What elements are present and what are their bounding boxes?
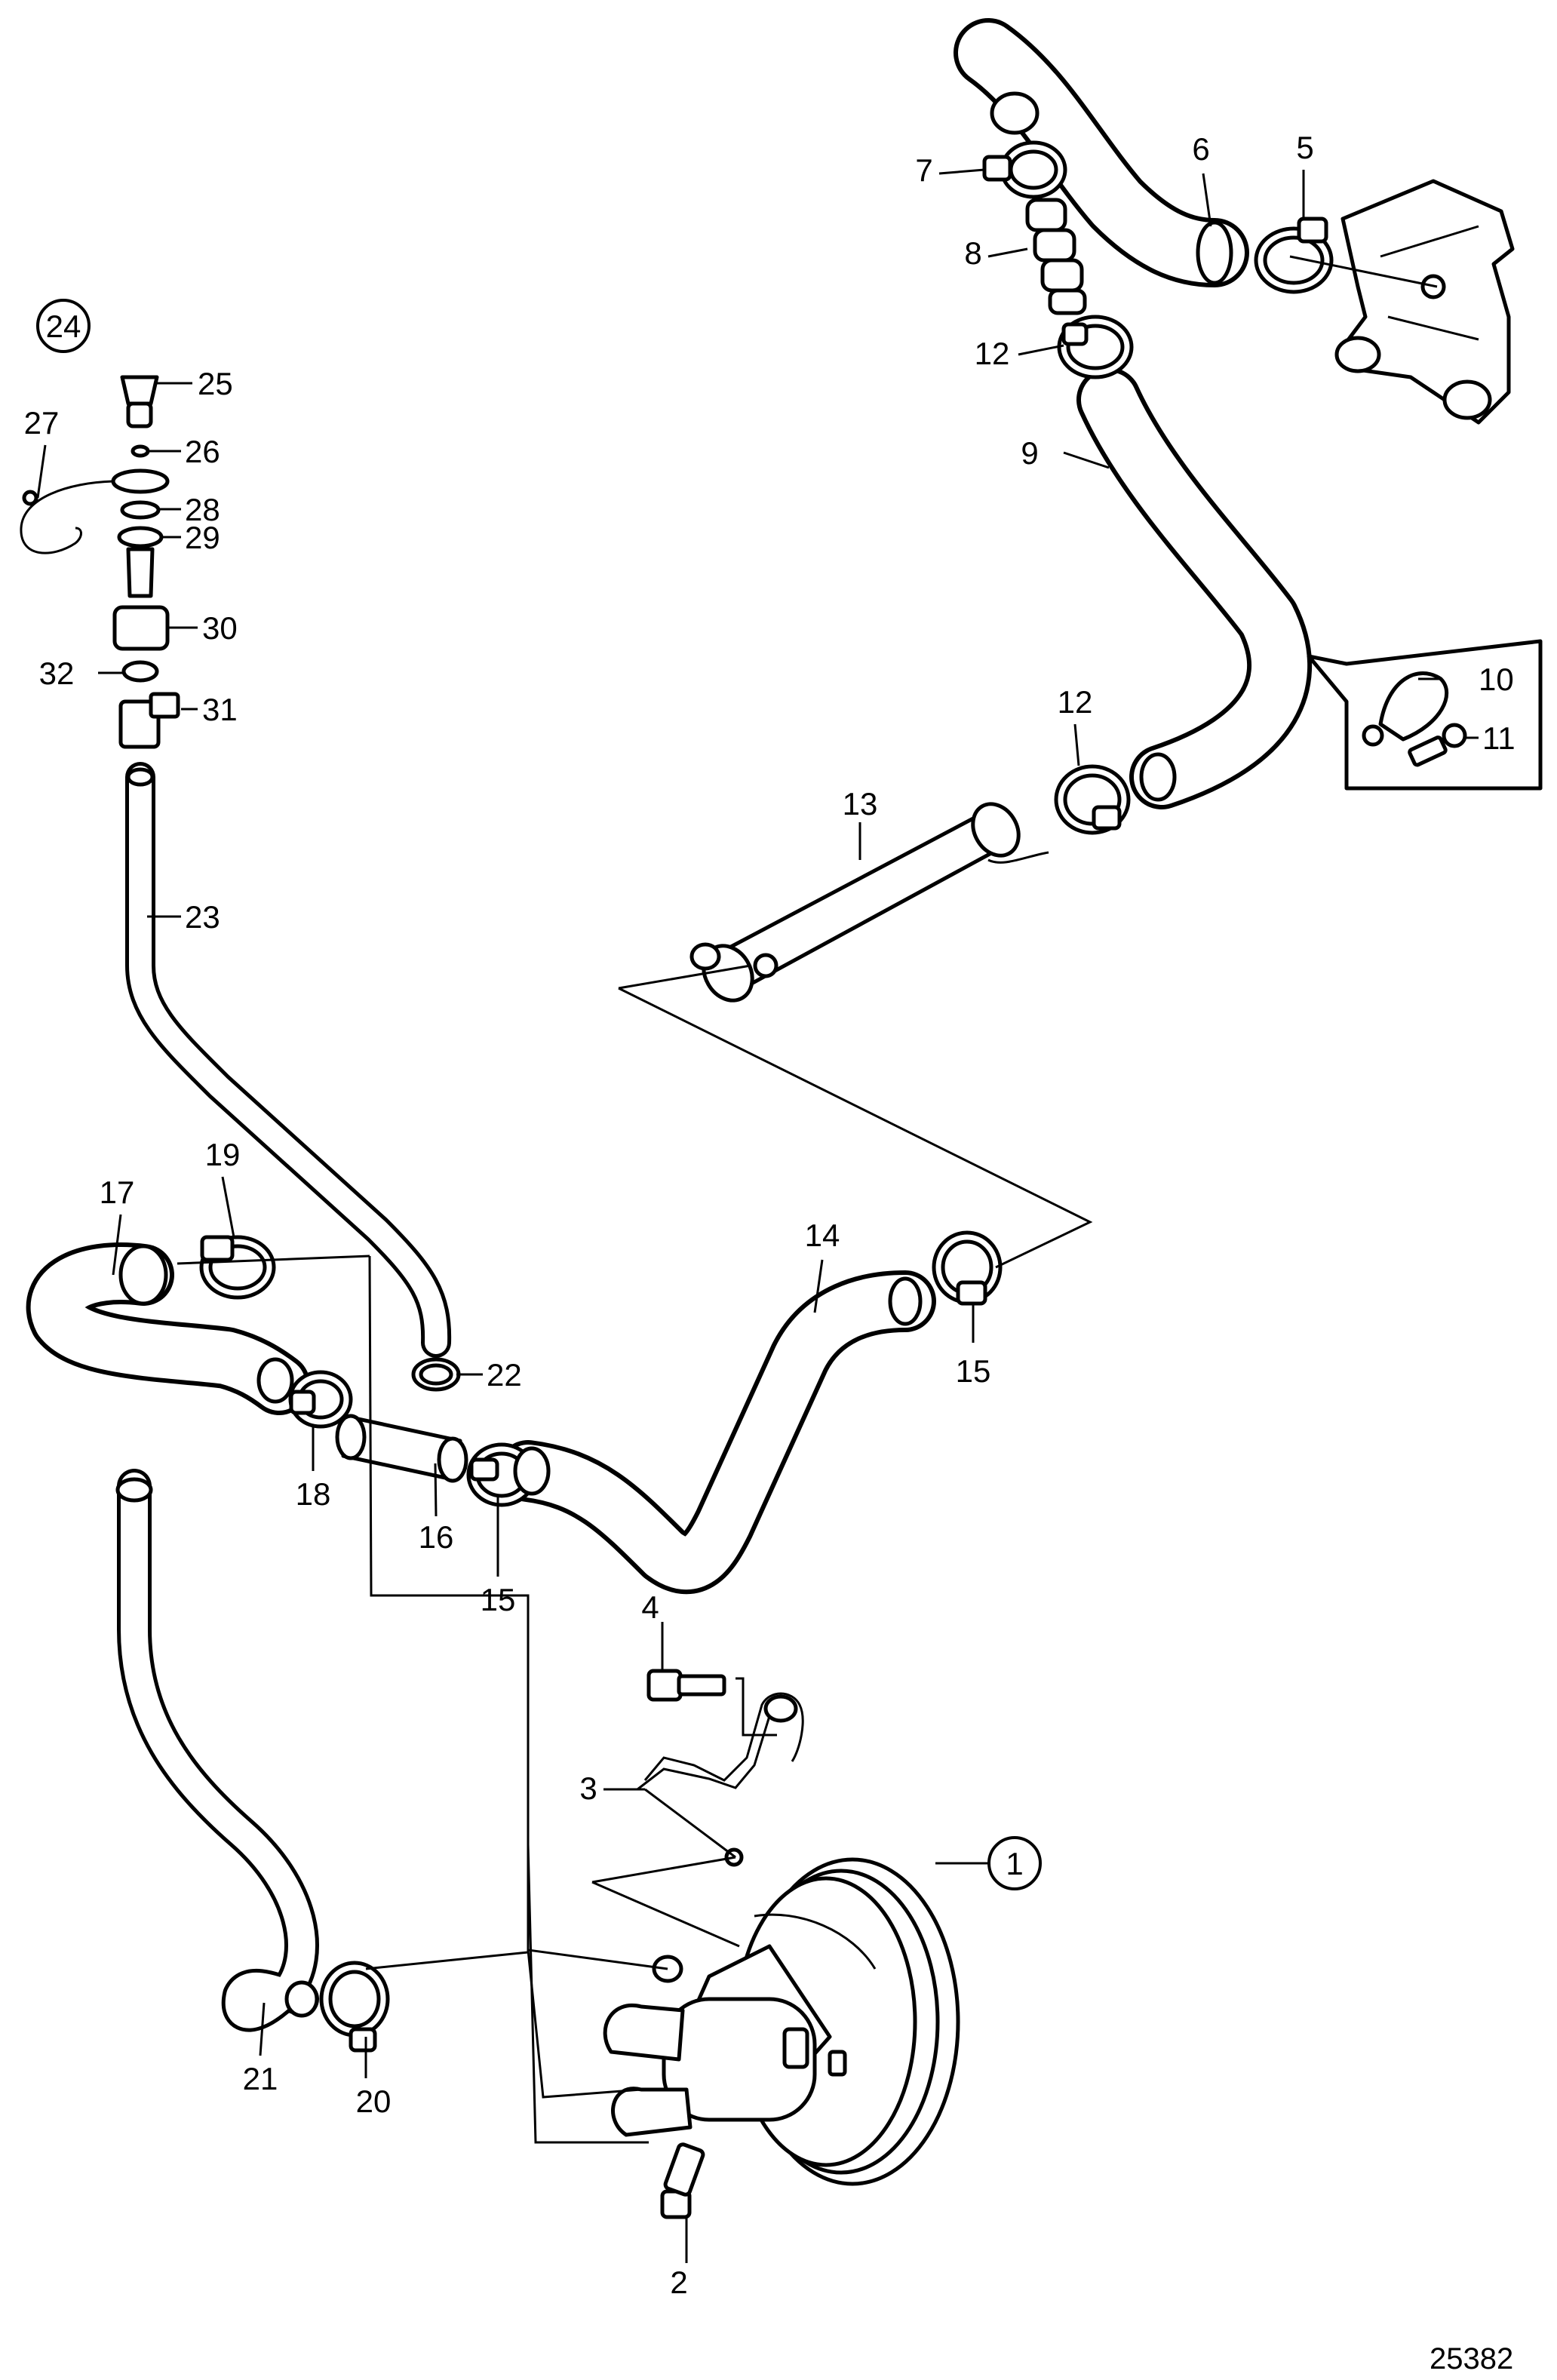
callout-10: 10: [1479, 662, 1514, 697]
callout-7: 7: [915, 152, 932, 188]
callout-24: 24: [46, 309, 81, 344]
callout-25: 25: [198, 366, 233, 401]
callout-12-top: 12: [975, 336, 1010, 371]
callout-leaders: [36, 168, 1479, 2263]
hose-14: [497, 1270, 936, 1595]
bolt-2: [660, 2142, 705, 2219]
clamp-5: [1254, 217, 1334, 294]
callout-12-mid: 12: [1058, 684, 1093, 720]
callout-labels: 1 2 3 4 5 6 7 8 9 10 11 12 12 13 14 15 1…: [24, 130, 1516, 2300]
clamp-22: [411, 1357, 461, 1392]
callout-9: 9: [1021, 435, 1038, 471]
callout-32: 32: [39, 656, 75, 691]
coolant-pump: [603, 1857, 960, 2186]
pipe-13: [689, 802, 1049, 1003]
clamp-18: [288, 1370, 353, 1429]
clamp-15-right: [932, 1230, 1003, 1306]
callout-2: 2: [670, 2265, 687, 2300]
callout-1: 1: [1006, 1846, 1023, 1881]
callout-4: 4: [641, 1589, 659, 1625]
callout-8: 8: [964, 235, 981, 271]
callout-17: 17: [100, 1175, 135, 1210]
callout-28: 28: [185, 492, 220, 527]
callout-31: 31: [202, 692, 238, 727]
clamp-7: [982, 140, 1067, 199]
callout-30: 30: [202, 610, 238, 646]
pipe-16: [335, 1414, 468, 1483]
callout-22: 22: [487, 1357, 522, 1393]
callout-13: 13: [843, 786, 878, 821]
callout-26: 26: [185, 434, 220, 469]
hose-17: [26, 1242, 310, 1415]
callout-18: 18: [296, 1476, 331, 1512]
hose-23: [125, 762, 452, 1358]
clamp-19: [199, 1235, 276, 1300]
callout-20: 20: [356, 2084, 392, 2119]
clamp-12-top: [1057, 315, 1134, 379]
callout-19: 19: [205, 1137, 241, 1172]
callout-6: 6: [1192, 131, 1209, 167]
bolt-4: [646, 1669, 726, 1702]
callout-11: 11: [1482, 720, 1516, 756]
callout-29: 29: [185, 520, 220, 555]
routing-lines: [177, 255, 1438, 2144]
callout-15-left: 15: [481, 1582, 516, 1617]
hose-21: [117, 1469, 319, 2032]
callout-23: 23: [185, 899, 220, 935]
callout-15-right: 15: [956, 1353, 991, 1389]
callout-5: 5: [1296, 130, 1313, 165]
hose-ends: [115, 91, 1233, 2018]
callout-21: 21: [243, 2061, 278, 2096]
bracket: [1334, 179, 1515, 425]
callout-16: 16: [419, 1519, 454, 1555]
figure-number: 25382: [1430, 2342, 1513, 2375]
clamp-12-mid: [1054, 764, 1131, 835]
clamp-20: [319, 1961, 390, 2053]
bracket-3: [637, 1692, 804, 1867]
inset-box-10-11: [1307, 639, 1543, 791]
hose-6: [954, 18, 1249, 287]
connector-8: [1025, 198, 1087, 315]
hose-9: [1076, 367, 1313, 809]
callout-14: 14: [805, 1218, 840, 1253]
callout-3: 3: [579, 1770, 597, 1806]
callout-27: 27: [24, 405, 60, 441]
